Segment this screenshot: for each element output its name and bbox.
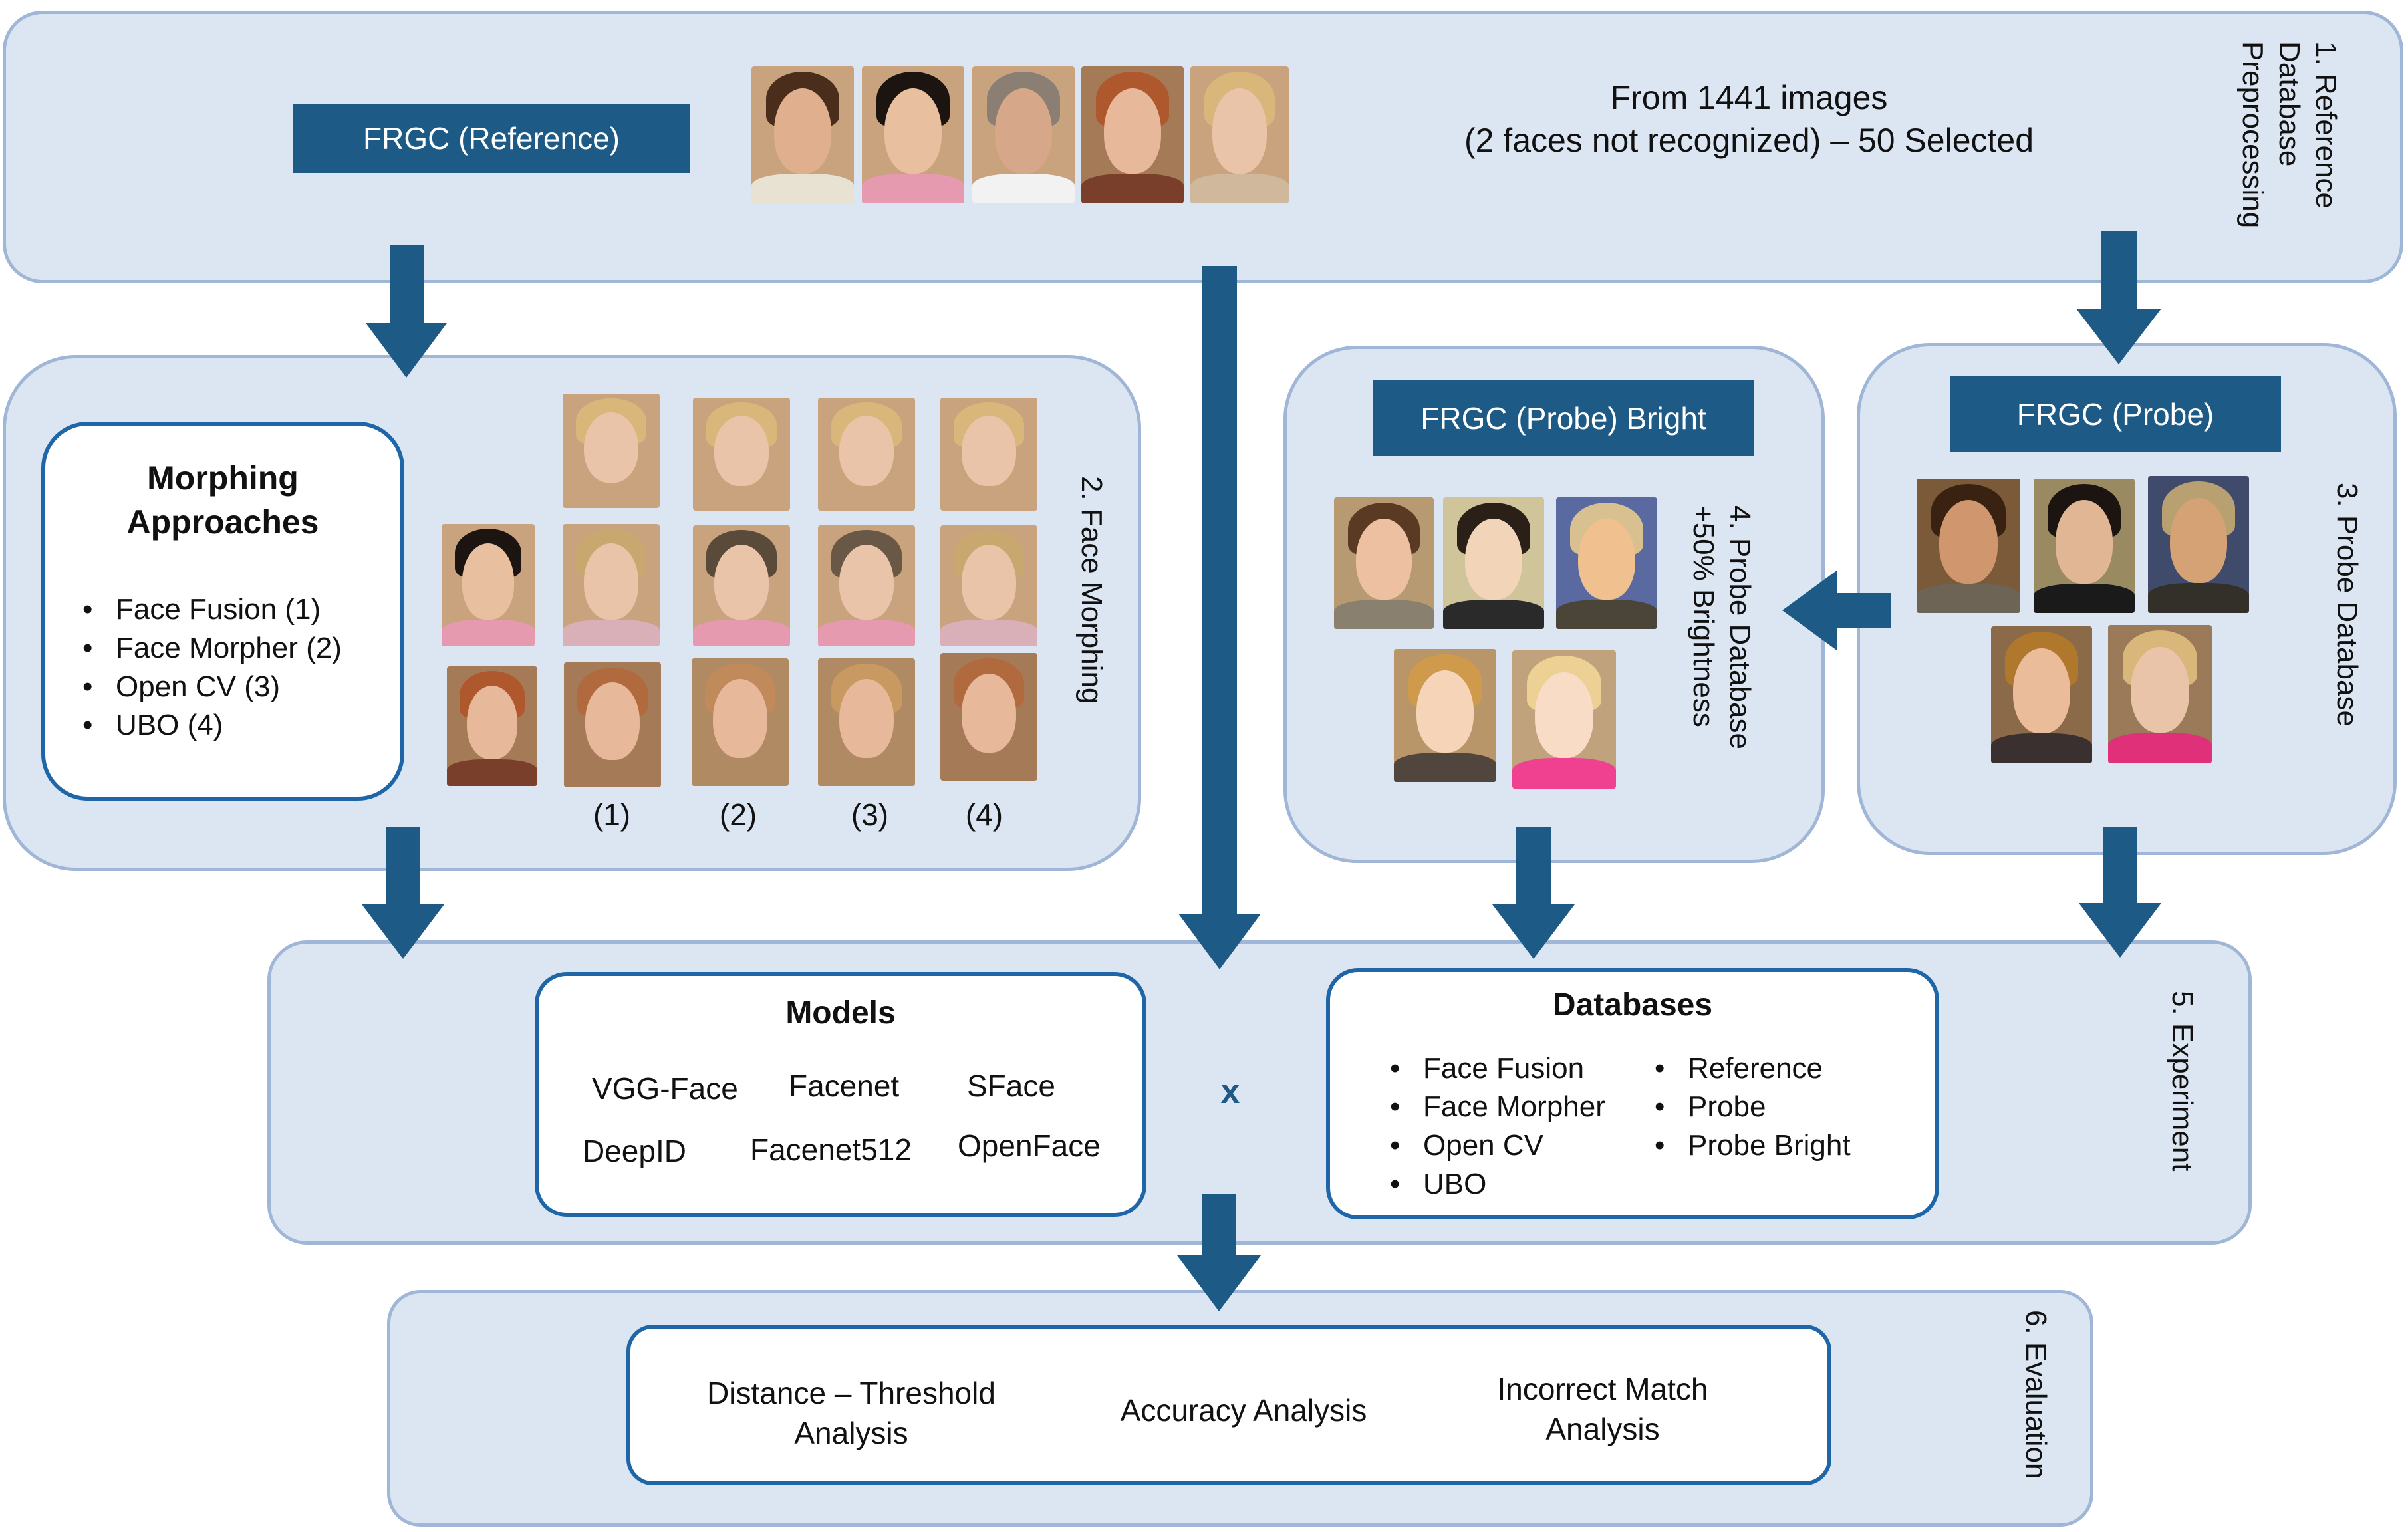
model-facenet512: Facenet512	[750, 1132, 912, 1167]
section-2-title: 2. Face Morphing	[1075, 476, 1108, 704]
list-item: Face Morpher	[1381, 1088, 1605, 1126]
morph-column-label-3: (3)	[851, 797, 889, 832]
reference-info-line-1: From 1441 images	[1610, 79, 1888, 116]
list-item: UBO (4)	[73, 706, 342, 745]
face-photo	[972, 66, 1075, 203]
model-facenet: Facenet	[789, 1069, 900, 1103]
section-1-title: 1. Reference Database Preprocessing	[2236, 41, 2342, 229]
evaluation-distance-line-2: Analysis	[794, 1416, 908, 1450]
section-6-title: 6. Evaluation	[2020, 1310, 2052, 1479]
reference-info-line-2: (2 faces not recognized) – 50 Selected	[1464, 122, 2034, 159]
model-deepid: DeepID	[583, 1134, 686, 1168]
list-item: UBO	[1381, 1165, 1605, 1204]
face-photo	[940, 653, 1037, 781]
evaluation-distance-line-1: Distance – Threshold	[707, 1376, 996, 1410]
face-photo	[693, 398, 790, 511]
face-photo	[862, 66, 964, 203]
face-photo	[940, 525, 1037, 646]
models-title: Models	[785, 995, 896, 1031]
face-photo	[563, 524, 660, 646]
face-photo	[1991, 626, 2092, 763]
evaluation-box	[626, 1325, 1831, 1485]
face-photo	[692, 658, 789, 786]
list-item: Reference	[1645, 1049, 1851, 1088]
morphing-approaches-list: Face Fusion (1) Face Morpher (2) Open CV…	[73, 590, 342, 745]
morph-column-label-1: (1)	[593, 797, 631, 832]
frgc-probe-bright-label: FRGC (Probe) Bright	[1373, 380, 1754, 456]
face-photo	[818, 658, 915, 786]
morph-column-label-4: (4)	[965, 797, 1003, 832]
morphing-title-line-1: Morphing	[147, 459, 299, 497]
face-photo	[564, 662, 661, 787]
databases-list-morphs: Face Fusion Face Morpher Open CV UBO	[1381, 1049, 1605, 1204]
face-photo	[563, 394, 660, 508]
face-photo	[2034, 479, 2135, 613]
section-4-title: 4. Probe Database +50% Brightness	[1687, 505, 1756, 749]
morph-column-label-2: (2)	[719, 797, 757, 832]
arrow-down-icon	[366, 245, 447, 378]
section-5-title: 5. Experiment	[2166, 991, 2199, 1172]
cross-product-symbol: x	[1220, 1073, 1240, 1111]
list-item: Face Fusion (1)	[73, 590, 342, 629]
databases-title: Databases	[1552, 987, 1713, 1023]
face-photo	[818, 398, 915, 511]
model-sface: SFace	[967, 1069, 1055, 1103]
list-item: Probe	[1645, 1088, 1851, 1126]
face-photo	[2108, 625, 2212, 763]
arrow-down-icon	[2076, 231, 2161, 364]
list-item: Face Fusion	[1381, 1049, 1605, 1088]
face-photo	[1443, 497, 1544, 629]
evaluation-incorrect-line-1: Incorrect Match	[1497, 1372, 1708, 1406]
face-photo	[751, 66, 854, 203]
evaluation-incorrect-line-2: Analysis	[1545, 1412, 1660, 1446]
arrow-down-icon	[362, 827, 444, 959]
arrow-down-icon	[1177, 1194, 1261, 1311]
arrow-down-icon	[2079, 827, 2161, 958]
face-photo	[447, 666, 537, 786]
face-photo	[1512, 650, 1616, 789]
arrow-down-icon	[1492, 827, 1575, 959]
face-photo	[442, 524, 535, 646]
face-photo	[1081, 66, 1184, 203]
model-openface: OpenFace	[958, 1128, 1101, 1163]
face-photo	[1917, 479, 2020, 613]
list-item: Probe Bright	[1645, 1126, 1851, 1165]
face-photo	[1556, 497, 1657, 629]
morphing-title-line-2: Approaches	[126, 503, 319, 541]
face-photo	[940, 398, 1037, 511]
face-photo	[1334, 497, 1434, 629]
section-3-title: 3. Probe Database	[2331, 483, 2363, 727]
list-item: Open CV	[1381, 1126, 1605, 1165]
arrow-down-icon	[1178, 266, 1261, 969]
face-photo	[1394, 649, 1496, 782]
list-item: Open CV (3)	[73, 668, 342, 706]
face-photo	[818, 525, 915, 646]
frgc-probe-label: FRGC (Probe)	[1950, 376, 2281, 452]
model-vgg-face: VGG-Face	[592, 1071, 738, 1106]
frgc-reference-label: FRGC (Reference)	[293, 104, 690, 173]
databases-list-sources: Reference Probe Probe Bright	[1645, 1049, 1851, 1165]
face-photo	[2148, 476, 2249, 613]
face-photo	[1190, 66, 1289, 203]
arrow-left-icon	[1782, 571, 1891, 650]
evaluation-accuracy: Accuracy Analysis	[1120, 1393, 1367, 1428]
models-box	[535, 972, 1146, 1217]
list-item: Face Morpher (2)	[73, 629, 342, 668]
face-photo	[693, 525, 790, 646]
